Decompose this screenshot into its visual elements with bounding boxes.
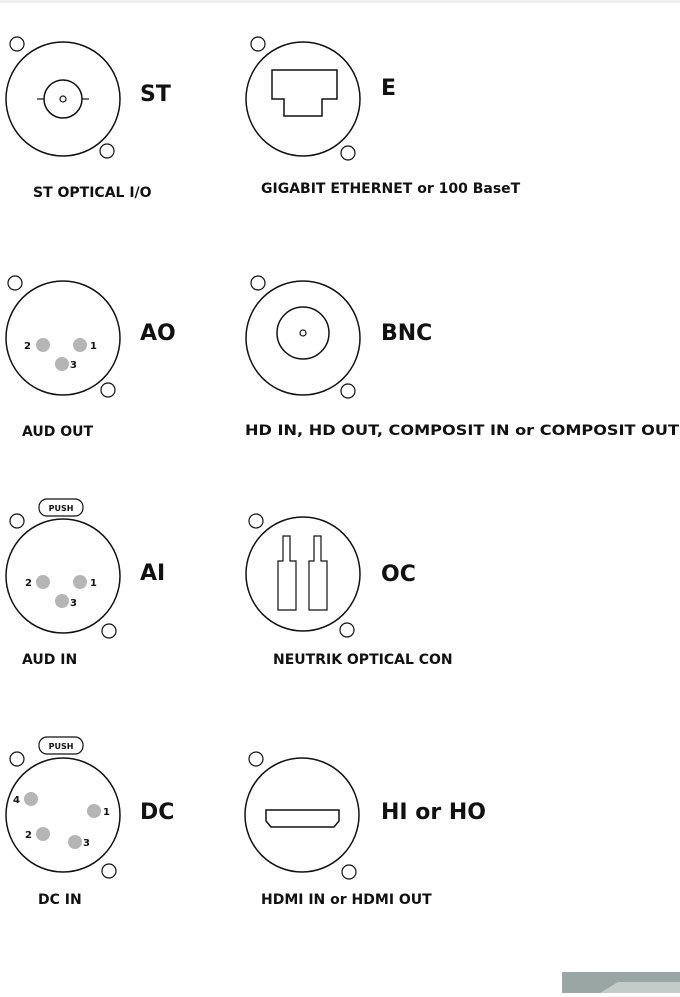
ao-flange-circle (5, 280, 121, 396)
pin-label: 4 (13, 795, 20, 806)
xlr-pin-3-icon (55, 357, 69, 371)
mount-hole-icon (9, 513, 25, 529)
hdmi-flange-circle (244, 757, 360, 873)
oc-caption: NEUTRIK OPTICAL CON (273, 652, 453, 668)
ai-flange-circle (5, 518, 121, 634)
ethernet-code-label: E (381, 76, 396, 101)
dc-connector: PUSH 4 1 2 3 (5, 736, 121, 879)
oc-code-label: OC (381, 562, 416, 587)
bnc-center-pin (299, 329, 307, 337)
dc-flange-circle (5, 757, 121, 873)
st-ferrule-ring (43, 79, 83, 119)
optical-channel-right-icon (308, 535, 328, 611)
dc-pin-2-icon (36, 827, 50, 841)
push-tab (38, 498, 84, 517)
ao-caption: AUD OUT (22, 424, 94, 440)
dc-pin-3-icon (68, 835, 82, 849)
xlr-pin-2-icon (36, 338, 50, 352)
dc-caption: DC IN (38, 892, 82, 908)
bnc-flange-circle (245, 280, 361, 396)
st-flange-circle (5, 41, 121, 157)
mount-hole-icon (99, 143, 115, 159)
ethernet-caption: GIGABIT ETHERNET or 100 BaseT (261, 181, 521, 197)
push-label: PUSH (49, 742, 74, 751)
mount-hole-icon (250, 275, 266, 291)
mount-hole-icon (248, 513, 264, 529)
ethernet-flange-circle (245, 41, 361, 157)
xlr-pin-2-icon (36, 575, 50, 589)
bnc-connector (245, 275, 361, 399)
mount-hole-icon (9, 36, 25, 52)
st-code-label: ST (140, 82, 171, 107)
ao-code-label: AO (140, 321, 176, 346)
mount-hole-icon (250, 36, 266, 52)
bnc-code-label: BNC (381, 321, 432, 346)
ai-code-label: AI (140, 561, 165, 586)
pin-label: 3 (83, 838, 90, 849)
pin-label: 2 (25, 830, 32, 841)
mount-hole-icon (9, 751, 25, 767)
xlr-pin-3-icon (55, 594, 69, 608)
pin-label: 3 (70, 598, 77, 609)
mount-hole-icon (7, 275, 23, 291)
mount-hole-icon (340, 145, 356, 161)
mount-hole-icon (341, 864, 357, 880)
push-label: PUSH (49, 504, 74, 513)
oc-flange-circle (245, 516, 361, 632)
mount-hole-icon (100, 382, 116, 398)
pin-label: 1 (90, 341, 97, 352)
top-edge-shadow (0, 0, 680, 3)
optical-channel-left-icon (277, 535, 297, 611)
pin-label: 2 (25, 578, 32, 589)
pin-label: 1 (90, 578, 97, 589)
pin-label: 2 (24, 341, 31, 352)
corner-photo-highlight (600, 982, 680, 993)
xlr-pin-1-icon (73, 338, 87, 352)
dc-code-label: DC (140, 800, 174, 825)
pin-label: 1 (103, 807, 110, 818)
hdmi-connector (244, 751, 360, 880)
st-caption: ST OPTICAL I/O (33, 185, 152, 201)
dc-pin-1-icon (87, 804, 101, 818)
oc-connector (245, 513, 361, 638)
ai-connector: PUSH 2 1 3 (5, 498, 121, 639)
mount-hole-icon (101, 863, 117, 879)
bnc-outer-ring (276, 306, 330, 360)
bnc-caption: HD IN, HD OUT, COMPOSIT IN or COMPOSIT O… (245, 423, 680, 439)
ao-connector: 2 1 3 (5, 275, 121, 398)
ethernet-connector (245, 36, 361, 161)
mount-hole-icon (340, 383, 356, 399)
st-fiber-core (59, 95, 67, 103)
hdmi-port-icon (265, 809, 340, 828)
mount-hole-icon (101, 623, 117, 639)
dc-pin-4-icon (24, 792, 38, 806)
push-tab (38, 736, 84, 755)
st-connector (5, 36, 121, 159)
hdmi-code-label: HI or HO (381, 800, 486, 825)
rj45-socket-icon (271, 69, 338, 117)
mount-hole-icon (339, 622, 355, 638)
hdmi-caption: HDMI IN or HDMI OUT (261, 892, 432, 908)
pin-label: 3 (70, 360, 77, 371)
ai-caption: AUD IN (22, 652, 77, 668)
mount-hole-icon (248, 751, 264, 767)
xlr-pin-1-icon (73, 575, 87, 589)
